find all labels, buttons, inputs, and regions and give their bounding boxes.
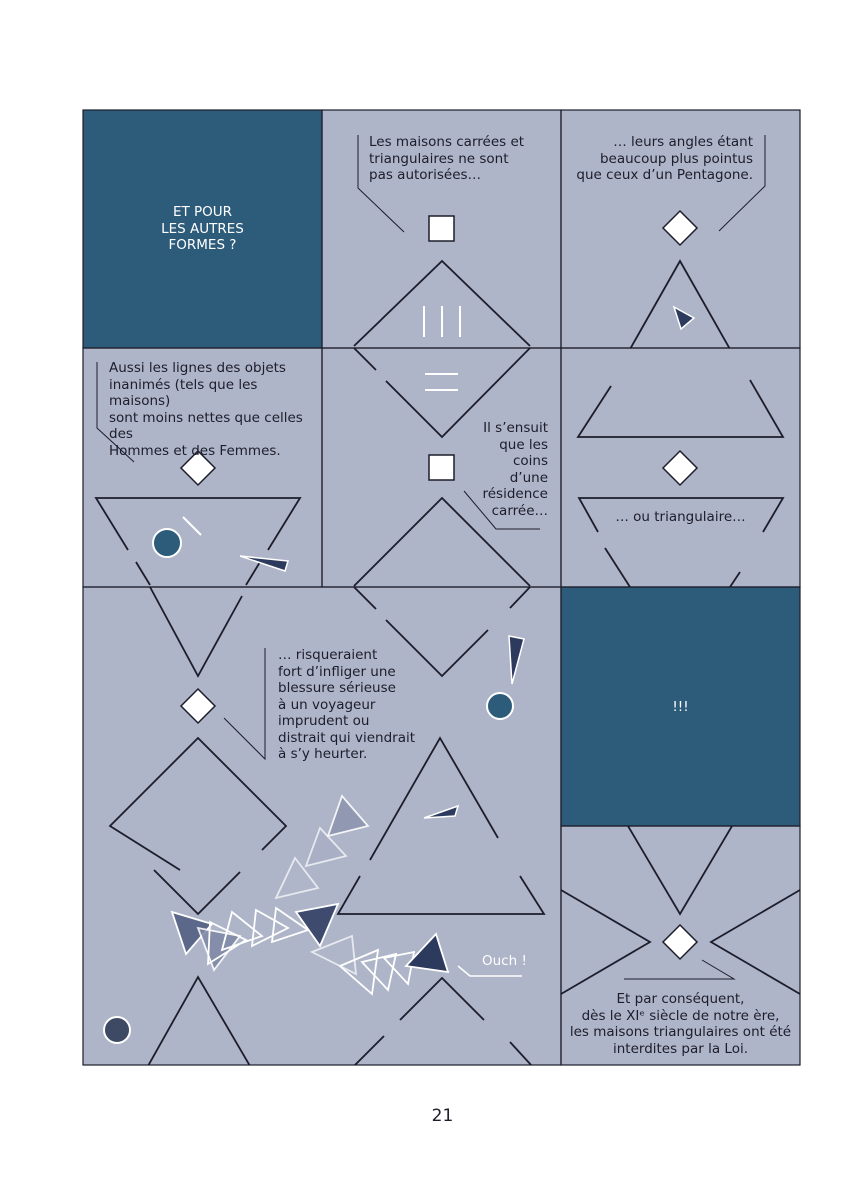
exclamation-ouch: Ouch ! — [482, 953, 527, 969]
inverted-triangle-house — [577, 497, 785, 533]
panel-1 — [83, 110, 322, 348]
navy-shard — [508, 635, 525, 685]
small-diamond-house — [661, 449, 699, 487]
diamond-house-top — [353, 496, 531, 587]
caption-pointer — [463, 490, 540, 530]
triangle-house-right — [709, 889, 800, 995]
small-diamond-house — [661, 923, 699, 961]
caption-panel-8: !!! — [672, 699, 689, 715]
inverted-triangle-house — [94, 497, 302, 551]
small-diamond-house — [179, 449, 217, 487]
caption-panel-6: … ou triangulaire… — [615, 509, 746, 525]
blue-circle — [486, 692, 514, 720]
small-square-house — [428, 215, 455, 242]
small-navy-triangle — [423, 804, 460, 819]
panel-6 — [561, 348, 800, 587]
small-diamond-house — [179, 687, 217, 725]
panel-2 — [322, 110, 561, 348]
caption-pointer — [357, 135, 405, 233]
panel-5 — [322, 348, 561, 587]
small-diamond-house — [661, 209, 699, 247]
caption-panel-7: … risqueraient fort d’infliger une bless… — [278, 647, 416, 762]
caption-panel-5: Il s’ensuit que les coins d’une résidenc… — [482, 420, 548, 519]
impact-lines — [457, 965, 522, 977]
triangle-house-large — [336, 736, 546, 915]
caption-pointer — [624, 959, 736, 980]
panel-9 — [561, 826, 800, 1065]
caption-panel-4: Aussi les lignes des objets inanimés (te… — [109, 360, 303, 459]
triangle-house-top — [629, 259, 731, 348]
triangle-house-left — [561, 889, 652, 995]
caption-panel-3: … leurs angles étant beaucoup plus point… — [576, 134, 753, 183]
triangle-house-partial — [147, 975, 251, 1065]
panel-borders — [82, 109, 801, 1066]
triangle-house-bottom — [576, 379, 785, 438]
panel-7 — [83, 587, 561, 1065]
caption-pointer — [96, 362, 135, 463]
door-lines — [423, 306, 461, 337]
caption-pointer — [223, 648, 266, 761]
diamond-house-partial — [353, 976, 533, 1065]
diamond-house-bottom — [353, 348, 531, 439]
panel-8 — [561, 587, 800, 826]
diamond-house-large — [108, 736, 288, 871]
sliver-triangle — [239, 555, 289, 572]
panel-4 — [83, 348, 322, 587]
spinning-triangle-trail — [170, 794, 450, 996]
diamond-house-top — [353, 259, 531, 347]
blue-circle — [152, 528, 182, 558]
grey-circle — [103, 1016, 131, 1044]
page-number: 21 — [431, 1106, 454, 1126]
caption-panel-9: Et par conséquent, dès le XIᵉ siècle de … — [569, 991, 792, 1057]
caption-panel-1: ET POUR LES AUTRES FORMES ? — [161, 204, 244, 253]
caption-pointer — [718, 135, 766, 232]
panel-3 — [561, 110, 800, 348]
caption-panel-2: Les maisons carrées et triangulaires ne … — [369, 134, 525, 183]
small-square-house — [428, 454, 455, 481]
inverted-triangle-house — [627, 826, 733, 916]
door-lines — [425, 373, 458, 391]
small-navy-triangle — [672, 305, 696, 331]
